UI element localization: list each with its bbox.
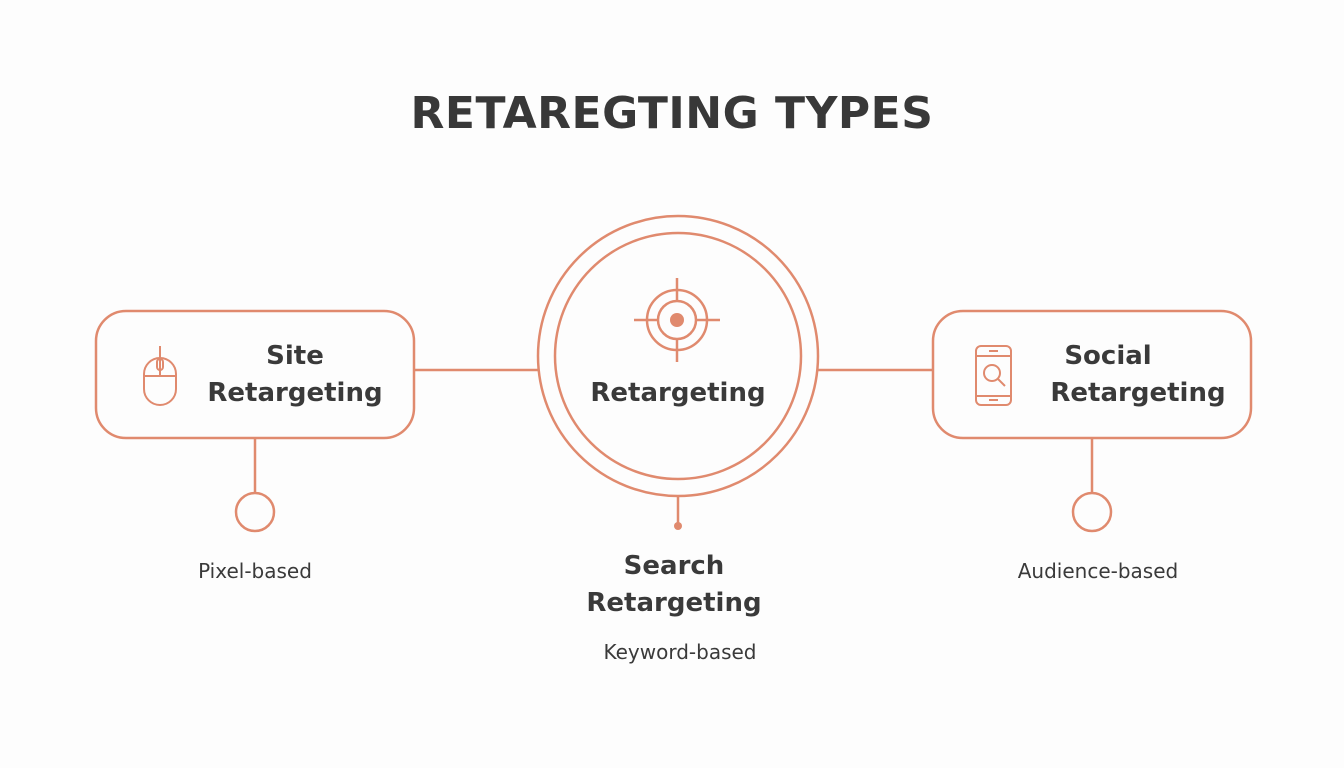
mouse-icon [143, 346, 177, 406]
social-retargeting-subtitle: Audience-based [1017, 559, 1179, 583]
page-title: RETAREGTING TYPES [410, 88, 934, 139]
social-retargeting-label: Social Retargeting [1028, 338, 1248, 412]
right-node-circle [1071, 491, 1113, 533]
center-label: Retargeting [590, 378, 766, 408]
search-retargeting-label: Search Retargeting [568, 548, 788, 622]
site-retargeting-label: Site Retargeting [190, 338, 400, 412]
search-retargeting-line2: Retargeting [586, 588, 762, 618]
target-icon [634, 278, 720, 362]
site-retargeting-subtitle: Pixel-based [198, 559, 312, 583]
social-retargeting-line1: Social [1064, 341, 1152, 371]
site-retargeting-line2: Retargeting [207, 378, 383, 408]
phone-search-icon [975, 345, 1012, 406]
search-retargeting-subtitle: Keyword-based [603, 640, 757, 664]
search-retargeting-line1: Search [623, 551, 725, 581]
center-inner-ring [553, 231, 803, 481]
left-node-circle [234, 491, 276, 533]
center-node-dot [674, 522, 682, 530]
site-retargeting-line1: Site [266, 341, 324, 371]
social-retargeting-line2: Retargeting [1050, 378, 1226, 408]
